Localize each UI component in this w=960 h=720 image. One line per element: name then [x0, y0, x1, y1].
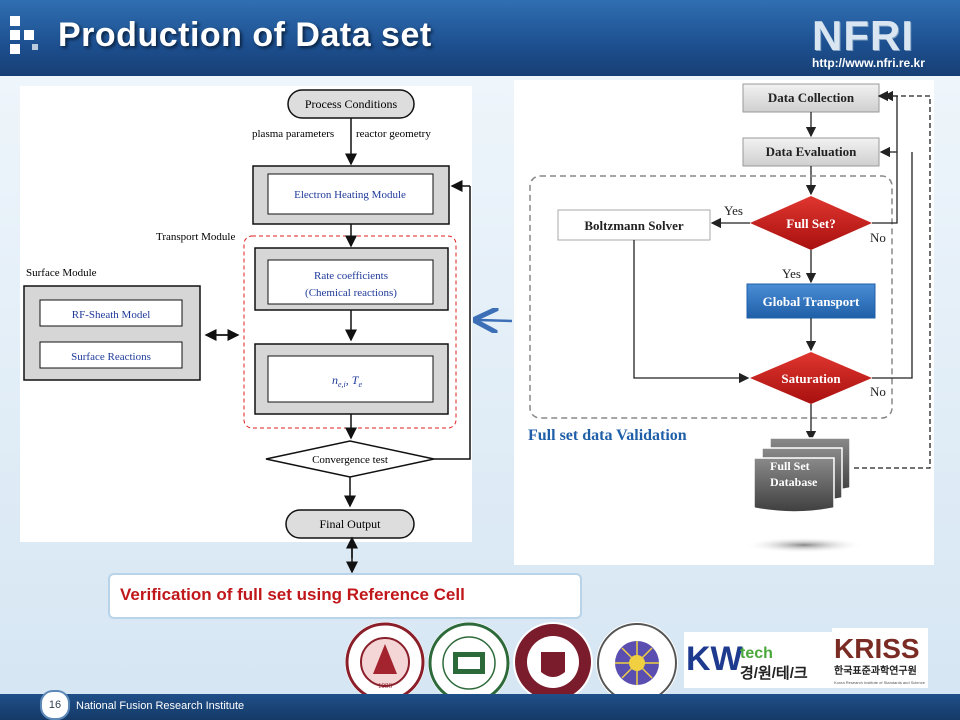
convergence-test-label: Convergence test — [312, 454, 388, 466]
page-number: 16 — [40, 690, 70, 720]
svg-text:tech: tech — [740, 645, 773, 662]
validation-title: Full set data Validation — [528, 427, 687, 444]
process-conditions-label: Process Conditions — [305, 97, 398, 111]
svg-text:1986: 1986 — [378, 682, 393, 690]
full-set-decision-node — [750, 196, 872, 250]
surface-reactions-label: Surface Reactions — [71, 351, 151, 363]
electron-heating-label: Electron Heating Module — [294, 189, 406, 201]
svg-text:경/원/테/크: 경/원/테/크 — [740, 664, 808, 682]
pusan-university-logo — [428, 622, 510, 704]
electron-heating-node — [267, 173, 434, 215]
plasma-data-center-logo — [596, 622, 678, 704]
header-bracket-icon — [10, 16, 38, 54]
connector-arrows — [346, 300, 513, 574]
density-temperature-label: ne,i, Te — [332, 373, 362, 389]
validation-boundary — [529, 175, 893, 419]
institute-name: National Fusion Research Institute — [76, 700, 245, 712]
no-label-1: No — [870, 230, 886, 245]
blue-link-arrow — [478, 320, 513, 321]
surface-reactions-node — [39, 341, 183, 369]
final-output-label: Final Output — [319, 517, 381, 531]
rf-sheath-node — [39, 299, 183, 327]
header-bar: Production of Data set NFRI http://www.n… — [0, 0, 960, 76]
data-evaluation-node — [742, 137, 880, 167]
global-transport-label: Global Transport — [763, 294, 860, 309]
data-evaluation-label: Data Evaluation — [766, 144, 857, 159]
data-collection-label: Data Collection — [768, 90, 855, 105]
nfri-logo: NFRI — [812, 12, 914, 59]
kriss-logo: KRISS 한국표준과학연구원 Korea Research Institute… — [832, 628, 928, 688]
simulation-flowchart-panel: Process Conditions plasma parameters rea… — [20, 86, 472, 542]
svg-text:한국표준과학연구원: 한국표준과학연구원 — [834, 664, 917, 677]
boltzmann-solver-node — [557, 209, 711, 241]
footer-bar — [0, 694, 960, 720]
rf-sheath-label: RF-Sheath Model — [72, 309, 151, 321]
dataset-flowchart-panel: text { font-family:"Liberation Sans", sa… — [514, 80, 934, 565]
page-title: Production of Data set — [58, 16, 432, 54]
chonbuk-university-logo — [513, 622, 593, 702]
postech-logo: 1986 — [345, 622, 425, 702]
svg-text:KW: KW — [686, 640, 744, 678]
transport-module-label: Transport Module — [156, 231, 235, 243]
rate-coefficients-label: Rate coefficients — [314, 270, 388, 282]
database-label-line1: Full Set — [770, 459, 810, 473]
nfri-url: http://www.nfri.re.kr — [812, 56, 925, 70]
full-set-database-node — [753, 457, 835, 513]
yes-label-1: Yes — [724, 203, 743, 218]
rate-coefficients-node — [267, 259, 434, 305]
svg-text:KRISS: KRISS — [834, 633, 920, 664]
chemical-reactions-label: (Chemical reactions) — [305, 287, 397, 299]
svg-text:Korea Research Institute of St: Korea Research Institute of Standards an… — [834, 680, 926, 685]
dataset-flowchart: text { font-family:"Liberation Sans", sa… — [528, 83, 931, 553]
kwtech-logo: KW tech 경/원/테/크 — [684, 632, 832, 688]
verification-text: Verification of full set using Reference… — [120, 585, 465, 604]
saturation-decision-node — [750, 352, 872, 404]
database-label-line2: Database — [770, 475, 818, 489]
saturation-decision-label: Saturation — [781, 371, 841, 386]
yes-label-2: Yes — [782, 266, 801, 281]
full-set-decision-label: Full Set? — [786, 216, 835, 231]
no-label-2: No — [870, 384, 886, 399]
simulation-flowchart: Process Conditions plasma parameters rea… — [23, 89, 471, 539]
reactor-geometry-label: reactor geometry — [356, 128, 431, 140]
density-temperature-node — [267, 355, 434, 403]
plasma-parameters-label: plasma parameters — [252, 128, 334, 140]
surface-module-label: Surface Module — [26, 267, 97, 279]
boltzmann-solver-label: Boltzmann Solver — [584, 218, 684, 233]
verification-callout: Verification of full set using Reference… — [108, 573, 582, 619]
